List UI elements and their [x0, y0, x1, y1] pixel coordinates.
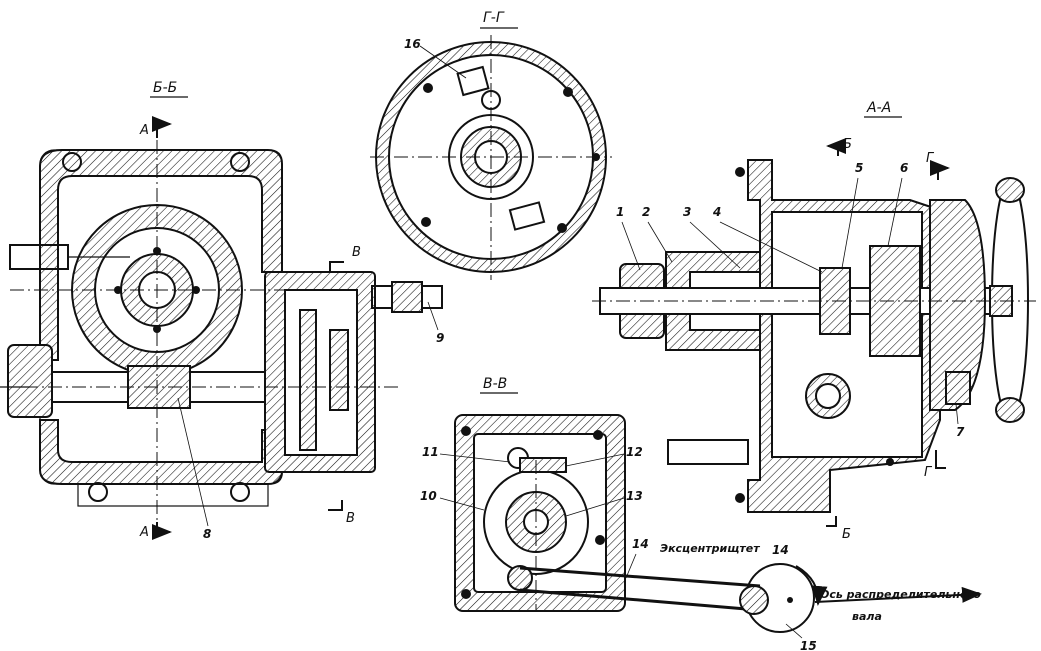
- cut-a-bottom: А: [139, 525, 149, 540]
- cut-v-right-mark: [329, 261, 344, 272]
- callout-15: 15: [800, 639, 817, 651]
- cut-b-bottom: Б: [842, 527, 851, 542]
- aa-plug-7: [945, 371, 971, 405]
- callout-12: 12: [626, 445, 643, 459]
- cut-b-bottom-mark: [826, 516, 837, 527]
- bb-side-gear2: [329, 329, 349, 411]
- vv-rod-14: [519, 566, 761, 612]
- aa-handwheel-rim: [995, 397, 1025, 423]
- vv-bolt: [593, 430, 603, 440]
- leader-12: [565, 453, 625, 467]
- leader-16: [419, 45, 467, 79]
- callout-4: 4: [712, 205, 721, 219]
- cut-g-top: Г: [926, 151, 935, 166]
- aa-lower-bore: [815, 383, 841, 409]
- leader-14a: [625, 553, 637, 579]
- leader-1: [621, 221, 641, 271]
- vv-axis-arrow: [814, 586, 982, 603]
- aa-bolt: [886, 458, 894, 466]
- vv-rotation-arrow: [795, 565, 828, 606]
- aa-shaft-stub: [667, 439, 749, 465]
- leader-15: [785, 623, 803, 639]
- aa-bolt: [735, 167, 745, 177]
- vv-axis-point: [787, 597, 793, 603]
- aa-bolt: [735, 493, 745, 503]
- aa-title: А-А: [866, 100, 891, 116]
- callout-14b: 14: [772, 543, 789, 557]
- gg-bolt: [421, 217, 431, 227]
- aa-left-boss: [665, 251, 761, 351]
- callout-6: 6: [900, 161, 908, 175]
- cut-b-top: Б: [843, 137, 852, 152]
- bb-rivet: [153, 247, 161, 255]
- bb-bolt: [230, 152, 250, 172]
- gg-bolt: [423, 83, 433, 93]
- callout-14a: 14: [632, 537, 649, 551]
- callout-16: 16: [404, 37, 421, 51]
- leader-4: [719, 221, 823, 273]
- note-axis-line1: Ось распределительного: [820, 588, 981, 601]
- leader-13: [565, 497, 625, 517]
- bb-fitting-nut: [391, 281, 423, 313]
- view-bb: Б-Б А А В В 8 9: [0, 80, 444, 541]
- leader-8: [177, 397, 209, 527]
- cut-b-top-arrow: [826, 138, 846, 156]
- gg-title: Г-Г: [483, 10, 505, 26]
- callout-10: 10: [420, 489, 437, 503]
- callout-1: 1: [616, 205, 624, 219]
- vv-pawl-12: [519, 457, 567, 473]
- vv-title: В-В: [483, 376, 507, 392]
- bb-housing-bottom: [39, 419, 283, 485]
- leader-3: [689, 221, 741, 269]
- vv-bolt: [461, 426, 471, 436]
- leader-5: [841, 177, 859, 269]
- callout-11: 11: [422, 445, 439, 459]
- cut-a-top-arrow: [152, 116, 172, 138]
- bb-bolt: [88, 482, 108, 502]
- bb-base-flange: [77, 483, 269, 507]
- bb-rivet: [153, 325, 161, 333]
- leader-6: [887, 177, 903, 247]
- leader-2: [647, 221, 673, 263]
- aa-handwheel-rim: [995, 177, 1025, 203]
- gg-cam-16: [456, 65, 490, 97]
- leader-9: [427, 301, 439, 331]
- leader-11: [439, 453, 511, 463]
- view-aa: А-А Б Г Г Б: [592, 100, 1036, 542]
- gg-bolt: [557, 223, 567, 233]
- cut-g-bottom: Г: [924, 465, 933, 480]
- note-eccentric: Эксцентрищтет: [660, 542, 760, 555]
- vv-bolt: [595, 535, 605, 545]
- cut-a-bottom-arrow: [152, 522, 172, 540]
- callout-9: 9: [436, 331, 444, 345]
- callout-2: 2: [642, 205, 650, 219]
- callout-13: 13: [626, 489, 643, 503]
- cut-v-bottom-mark: [328, 500, 343, 511]
- bb-side-gear: [299, 309, 317, 451]
- gg-cam: [508, 201, 546, 231]
- bb-left-bearing: [7, 344, 53, 418]
- vv-eccentric-pin: [739, 585, 769, 615]
- bb-bolt: [230, 482, 250, 502]
- bb-title: Б-Б: [153, 80, 177, 96]
- note-axis-line2: вала: [852, 610, 882, 623]
- vv-bolt: [461, 589, 471, 599]
- callout-5: 5: [855, 161, 863, 175]
- callout-8: 8: [203, 527, 211, 541]
- view-gg: Г-Г 16: [370, 10, 612, 280]
- callout-3: 3: [683, 205, 691, 219]
- leader-7: [955, 403, 959, 425]
- callout-7: 7: [956, 425, 965, 439]
- leader-10: [439, 497, 485, 511]
- cut-a-top: А: [139, 123, 149, 138]
- cut-v-bottom: В: [346, 511, 355, 526]
- cut-g-top-arrow: [930, 160, 950, 180]
- cut-g-bottom-mark: [935, 450, 946, 469]
- bb-bolt: [62, 152, 82, 172]
- cut-v-right: В: [352, 245, 361, 260]
- view-vv: В-В 11 12 10 13 14 14 15: [420, 376, 982, 651]
- gg-bolt: [563, 87, 573, 97]
